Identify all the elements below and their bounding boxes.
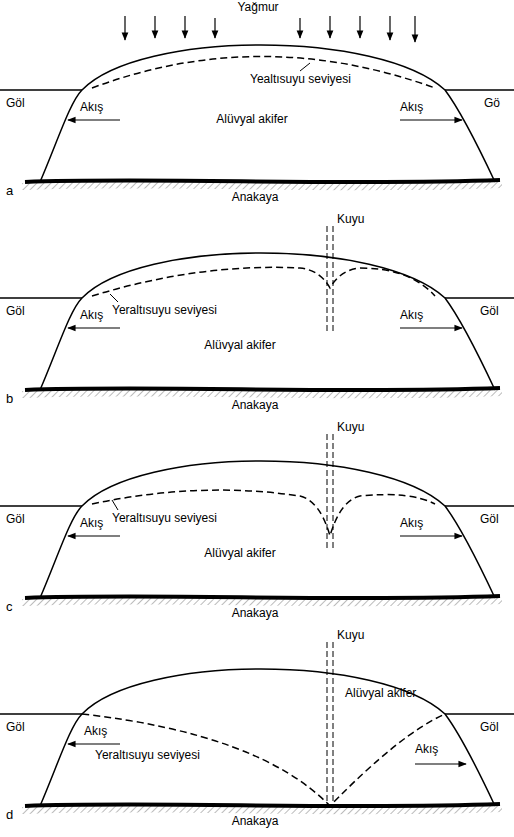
water-table-label: Yeraltısuyu seviyesi — [95, 748, 200, 762]
lake-label: Göl — [6, 304, 25, 318]
lake-label: Göl — [6, 96, 25, 110]
aquifer-label: Alüvyal akifer — [345, 686, 416, 700]
flow-label: Akış — [400, 516, 423, 530]
flow-label: Akış — [415, 742, 438, 756]
aquifer-label: Alüvyal akifer — [204, 546, 275, 560]
bedrock-label: Anakaya — [232, 606, 279, 620]
water-table-label: Yeraltısuyu seviyesi — [112, 303, 217, 317]
flow-label: Akış — [400, 100, 423, 114]
panel-letter: a — [6, 184, 13, 198]
lake-label: Göl — [480, 720, 499, 734]
aquifer-label: Alüvyal akifer — [204, 338, 275, 352]
lake-label: Göl — [480, 512, 499, 526]
lake-label: Göl — [6, 512, 25, 526]
bedrock-label: Anakaya — [232, 190, 279, 204]
flow-label: Akış — [84, 724, 107, 738]
bedrock-label: Anakaya — [232, 814, 279, 828]
bedrock-label: Anakaya — [232, 398, 279, 412]
well-label: Kuyu — [337, 628, 364, 642]
well-label: Kuyu — [337, 212, 364, 226]
panel-letter: d — [6, 808, 13, 822]
aquifer-label: Alüvyal akifer — [216, 112, 287, 126]
lake-label: Göl — [6, 720, 25, 734]
flow-label: Akış — [80, 516, 103, 530]
panel-letter: c — [6, 600, 13, 614]
flow-label: Akış — [80, 100, 103, 114]
water-table-label: Yealtısuyu seviyesi — [250, 72, 351, 86]
rain-label: Yağmur — [237, 0, 278, 14]
lake-label: Gö — [484, 96, 500, 110]
water-table-label: Yeraltısuyu seviyesi — [112, 511, 217, 525]
lake-label: Göl — [480, 304, 499, 318]
well-label: Kuyu — [337, 420, 364, 434]
flow-label: Akış — [80, 308, 103, 322]
panel-letter: b — [6, 392, 13, 406]
flow-label: Akış — [400, 308, 423, 322]
